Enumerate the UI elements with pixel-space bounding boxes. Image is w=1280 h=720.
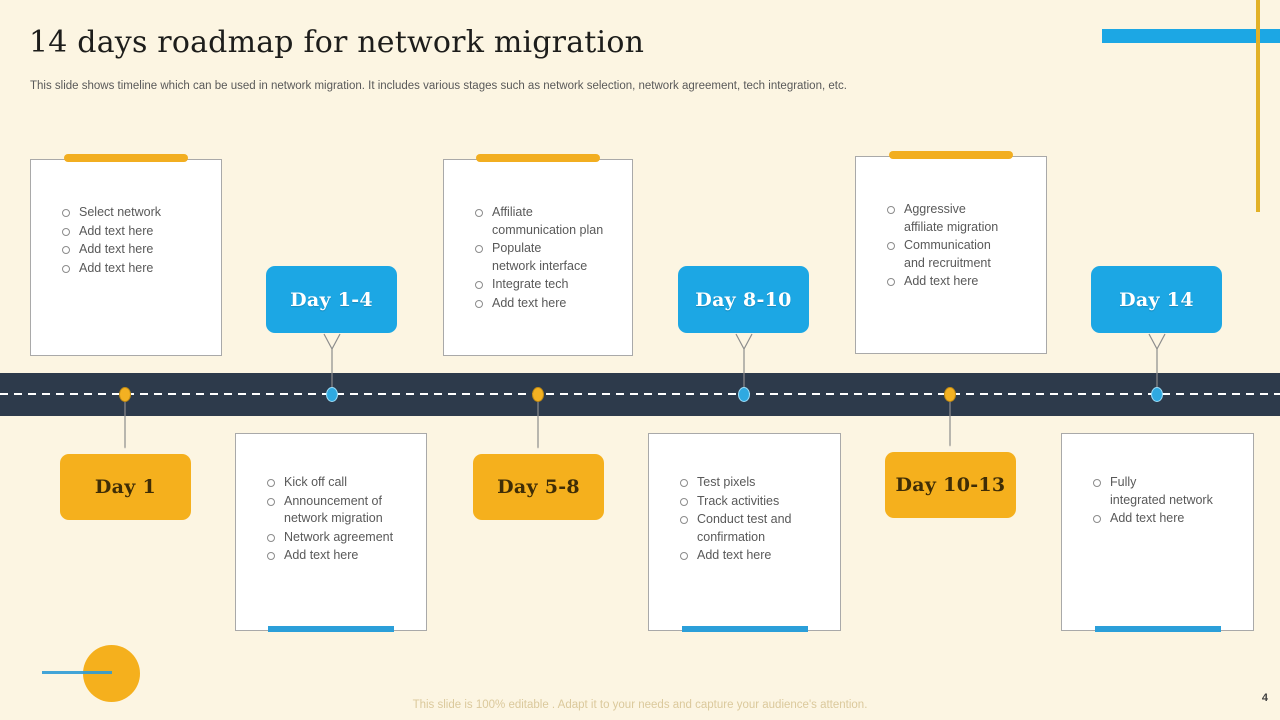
tag-label: Day 5-8 bbox=[497, 476, 580, 498]
connector-fork bbox=[323, 333, 341, 395]
card-accent-bar bbox=[1094, 626, 1221, 632]
bullet-icon bbox=[680, 497, 688, 506]
timeline-dot-day8-10 bbox=[738, 387, 750, 402]
task-list: Kick off call Announcement of network mi… bbox=[236, 434, 426, 565]
list-item: Add text here bbox=[887, 273, 1034, 291]
timeline-dashed-line bbox=[0, 393, 1280, 395]
card-day1-4-tasks[interactable]: Kick off call Announcement of network mi… bbox=[235, 433, 427, 632]
bullet-icon bbox=[680, 479, 688, 487]
timeline-dot-day1 bbox=[119, 387, 131, 402]
bullet-icon bbox=[267, 479, 275, 487]
list-item: Add text here bbox=[62, 241, 209, 259]
tag-day-14[interactable]: Day 14 bbox=[1091, 266, 1222, 333]
list-item: Add text here bbox=[62, 223, 209, 241]
bullet-icon bbox=[475, 209, 483, 217]
bullet-icon bbox=[887, 278, 895, 286]
tag-label: Day 8-10 bbox=[695, 288, 792, 311]
bullet-icon bbox=[475, 299, 483, 308]
list-item: Network agreement bbox=[267, 529, 414, 547]
tag-label: Day 14 bbox=[1119, 288, 1194, 311]
page-number: 4 bbox=[1261, 692, 1268, 704]
bullet-icon bbox=[680, 516, 688, 524]
bullet-icon bbox=[62, 246, 70, 254]
tag-day-5-8[interactable]: Day 5-8 bbox=[473, 454, 604, 520]
list-item: Communication and recruitment bbox=[887, 237, 1034, 272]
connector-fork bbox=[1148, 333, 1166, 395]
timeline-dot-day5-8 bbox=[532, 387, 544, 402]
tag-day-10-13[interactable]: Day 10-13 bbox=[885, 452, 1016, 518]
tag-label: Day 1 bbox=[94, 476, 157, 498]
card-day14-tasks[interactable]: Fully integrated network Add text here bbox=[1061, 433, 1254, 632]
bullet-icon bbox=[62, 209, 70, 217]
bullet-icon bbox=[475, 245, 483, 253]
bullet-icon bbox=[475, 281, 483, 289]
card-accent-bar bbox=[889, 151, 1013, 159]
bullet-icon bbox=[887, 206, 895, 214]
list-item: Conduct test and confirmation bbox=[680, 511, 828, 546]
bottom-left-blue-line bbox=[42, 671, 112, 674]
card-day1-tasks[interactable]: Select network Add text here Add text he… bbox=[30, 154, 222, 356]
task-list: Affiliate communication plan Populate ne… bbox=[444, 160, 632, 312]
list-item: Announcement of network migration bbox=[267, 493, 414, 528]
bullet-icon bbox=[267, 497, 275, 506]
bullet-icon bbox=[1093, 515, 1101, 523]
top-right-blue-bar bbox=[1102, 29, 1280, 43]
card-accent-bar bbox=[681, 626, 808, 632]
tag-day-8-10[interactable]: Day 8-10 bbox=[678, 266, 809, 333]
card-day10-13-tasks[interactable]: Aggressive affiliate migration Communica… bbox=[855, 151, 1047, 354]
list-item: Test pixels bbox=[680, 474, 828, 492]
card-accent-bar bbox=[476, 154, 600, 162]
bullet-icon bbox=[1093, 479, 1101, 487]
card-day8-10-tasks[interactable]: Test pixels Track activities Conduct tes… bbox=[648, 433, 841, 632]
task-list: Select network Add text here Add text he… bbox=[31, 160, 221, 277]
bullet-icon bbox=[680, 552, 688, 560]
bullet-icon bbox=[62, 227, 70, 236]
list-item: Add text here bbox=[680, 547, 828, 565]
list-item: Populate network interface bbox=[475, 240, 620, 275]
timeline-dot-day14 bbox=[1151, 387, 1163, 402]
list-item: Affiliate communication plan bbox=[475, 204, 620, 239]
task-list: Test pixels Track activities Conduct tes… bbox=[649, 434, 840, 565]
bullet-icon bbox=[267, 552, 275, 560]
list-item: Add text here bbox=[1093, 510, 1241, 528]
bullet-icon bbox=[887, 242, 895, 250]
list-item: Kick off call bbox=[267, 474, 414, 492]
page-title: 14 days roadmap for network migration bbox=[29, 25, 645, 60]
footer-note: This slide is 100% editable . Adapt it t… bbox=[412, 699, 868, 711]
connector-fork bbox=[735, 333, 753, 395]
list-item: Track activities bbox=[680, 493, 828, 511]
tag-day-1-4[interactable]: Day 1-4 bbox=[266, 266, 397, 333]
list-item: Add text here bbox=[475, 295, 620, 313]
list-item: Aggressive affiliate migration bbox=[887, 201, 1034, 236]
list-item: Fully integrated network bbox=[1093, 474, 1241, 509]
card-accent-bar bbox=[268, 626, 394, 632]
timeline-dot-day10-13 bbox=[944, 387, 956, 402]
page-subtitle: This slide shows timeline which can be u… bbox=[30, 80, 847, 92]
task-list: Fully integrated network Add text here bbox=[1062, 434, 1253, 528]
top-right-yellow-line bbox=[1256, 0, 1260, 212]
card-accent-bar bbox=[64, 154, 188, 162]
bullet-icon bbox=[267, 533, 275, 542]
card-day5-8-tasks[interactable]: Affiliate communication plan Populate ne… bbox=[443, 154, 633, 356]
list-item: Add text here bbox=[267, 547, 414, 565]
timeline-dot-day1-4 bbox=[326, 387, 338, 402]
bullet-icon bbox=[62, 264, 70, 273]
list-item: Add text here bbox=[62, 260, 209, 278]
tag-day-1[interactable]: Day 1 bbox=[60, 454, 191, 520]
tag-label: Day 10-13 bbox=[895, 474, 1006, 496]
list-item: Select network bbox=[62, 204, 209, 222]
task-list: Aggressive affiliate migration Communica… bbox=[856, 157, 1046, 291]
tag-label: Day 1-4 bbox=[290, 288, 373, 311]
list-item: Integrate tech bbox=[475, 276, 620, 294]
